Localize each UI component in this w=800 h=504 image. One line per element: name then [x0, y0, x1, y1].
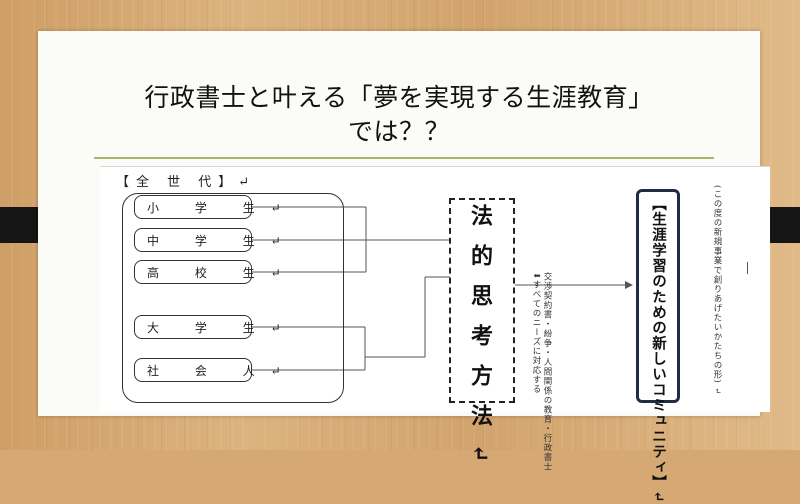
connector-lines [252, 206, 633, 371]
left-edge-tab [0, 207, 40, 243]
group-box-elementary: 小 学 生↵ [134, 195, 281, 219]
title-line-1: 行政書士と叶える「夢を実現する生涯教育」 [144, 83, 654, 112]
slide-title: 行政書士と叶える「夢を実現する生涯教育」 では？？ [38, 81, 760, 149]
slide-canvas[interactable]: 行政書士と叶える「夢を実現する生涯教育」 では？？ 【全 世 代】↵ [38, 31, 770, 504]
group-box-junior-high: 中 学 生↵ [134, 228, 281, 252]
legal-thinking-label: 法的思考方法↵ [467, 204, 493, 481]
embedded-diagram-image: 【全 世 代】↵ 小 学 生↵ 中 学 生↵ 高 校 生↵ 大 学 生↵ 社 会… [100, 166, 770, 504]
dash-mark [747, 262, 748, 274]
community-label: 【生涯学習のための新しいコミュニティ】↵ [650, 196, 667, 504]
legal-thinking-box: 法的思考方法↵ [449, 198, 515, 480]
generation-header: 【全 世 代】↵ [116, 175, 257, 190]
far-note: (この度の新規事業で創りあげたいかたちの形) ↵ [712, 185, 722, 396]
community-box: 【生涯学習のための新しいコミュニティ】↵ [636, 189, 680, 504]
middle-note: 交渉契約書・紛争・人間関係の教育・行政書士 ⬇すべてのニーズに対応する [530, 272, 552, 472]
arrow-head [625, 281, 633, 289]
group-box-high-school: 高 校 生↵ [134, 260, 281, 284]
title-divider [94, 157, 714, 159]
title-line-2: では？？ [347, 117, 450, 146]
middle-note-line-1: 交渉契約書・紛争・人間関係の教育・行政書士 [542, 272, 552, 472]
middle-note-line-2: ⬇すべてのニーズに対応する [531, 272, 541, 395]
generations-container [122, 193, 344, 403]
group-box-adult: 社 会 人↵ [134, 358, 281, 382]
group-box-university: 大 学 生↵ [134, 315, 281, 339]
